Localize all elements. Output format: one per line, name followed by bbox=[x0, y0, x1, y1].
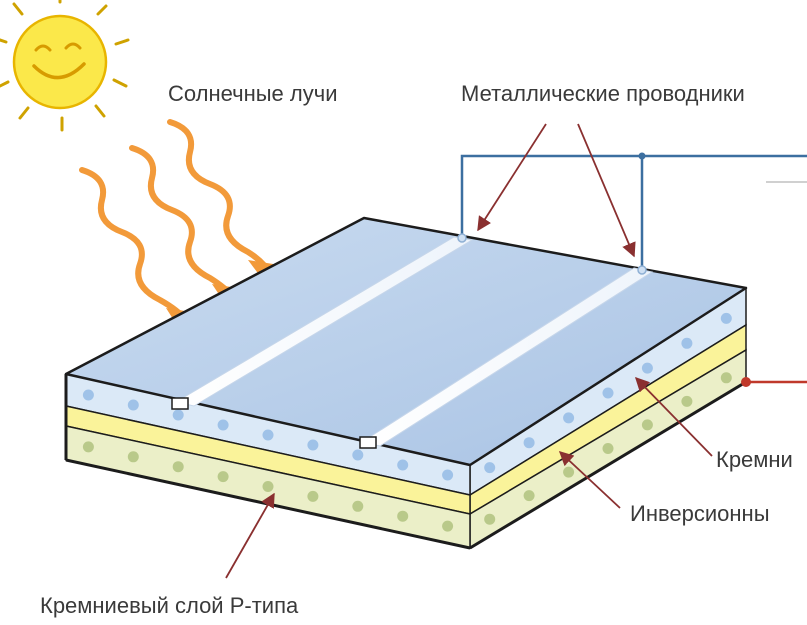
charge-dot-blue bbox=[681, 337, 693, 349]
charge-dot-green bbox=[82, 441, 94, 453]
charge-dot-green bbox=[563, 466, 575, 478]
sun-ray-arrow-3 bbox=[167, 119, 273, 277]
charge-dot-blue bbox=[602, 387, 614, 399]
metal-strips bbox=[171, 236, 654, 449]
charge-dot-green bbox=[217, 471, 229, 483]
charge-dot-green bbox=[484, 513, 496, 525]
charge-dot-green bbox=[681, 395, 693, 407]
wire-blue bbox=[460, 154, 807, 240]
pointer-metal-1 bbox=[477, 123, 547, 232]
label-sun-rays: Солнечные лучи bbox=[168, 81, 338, 106]
charge-dot-green bbox=[127, 451, 139, 463]
label-metal-conductors: Металлические проводники bbox=[461, 81, 745, 106]
sun-ray-arrows bbox=[79, 119, 273, 325]
charge-dot-green bbox=[352, 500, 364, 512]
label-silicon-p: Кремниевый слой P-типа bbox=[40, 593, 299, 618]
charge-dot-blue bbox=[484, 462, 496, 474]
label-silicon-n: Кремни bbox=[716, 447, 793, 472]
charge-dot-blue bbox=[82, 389, 94, 401]
charge-dot-blue bbox=[172, 409, 184, 421]
circuit-wires bbox=[457, 152, 807, 387]
pointer-inversion bbox=[558, 451, 621, 509]
pointer-metal-2 bbox=[577, 123, 636, 258]
charge-dot-blue bbox=[217, 419, 229, 431]
sun-rays-short bbox=[0, 0, 130, 132]
charge-dot-blue bbox=[523, 437, 535, 449]
charge-dot-blue bbox=[563, 412, 575, 424]
charge-dot-blue bbox=[352, 449, 364, 461]
charge-dot-blue bbox=[442, 469, 454, 481]
charge-dot-green bbox=[307, 490, 319, 502]
charge-dot-green bbox=[641, 419, 653, 431]
smiling-sun-icon bbox=[0, 0, 130, 132]
charge-dot-green bbox=[397, 510, 409, 522]
charge-dot-green bbox=[523, 490, 535, 502]
charge-dot-blue bbox=[262, 429, 274, 441]
charge-dots bbox=[82, 312, 732, 532]
charge-dot-blue bbox=[307, 439, 319, 451]
sun-ray-arrow-1 bbox=[79, 167, 191, 325]
charge-dot-blue bbox=[397, 459, 409, 471]
charge-dot-blue bbox=[127, 399, 139, 411]
charge-dot-green bbox=[442, 520, 454, 532]
pointer-silicon-p bbox=[225, 492, 275, 579]
charge-dot-green bbox=[262, 481, 274, 492]
charge-dot-green bbox=[172, 461, 184, 473]
charge-dot-green bbox=[720, 372, 732, 384]
pointer-arrows bbox=[225, 123, 713, 579]
charge-dot-green bbox=[602, 443, 614, 454]
charge-dot-blue bbox=[720, 312, 732, 324]
pointer-silicon-n bbox=[634, 376, 713, 457]
cell-top-surface bbox=[64, 216, 748, 467]
sun-ray-arrow-2 bbox=[129, 145, 237, 301]
charge-dot-blue bbox=[641, 362, 653, 374]
label-inversion: Инверсионны bbox=[630, 501, 770, 526]
